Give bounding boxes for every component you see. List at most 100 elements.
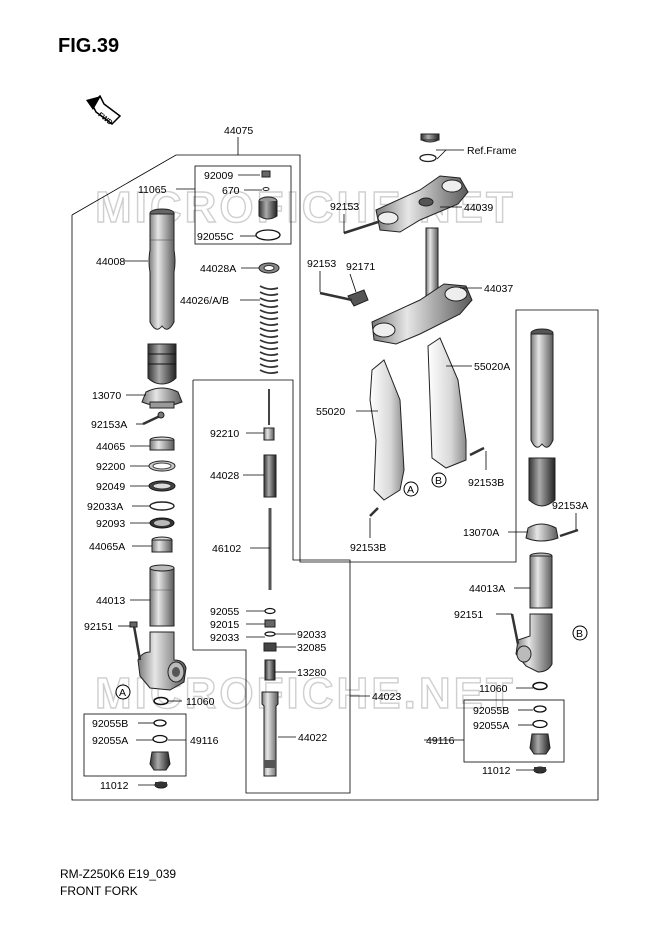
bolt-92153-upper — [343, 220, 379, 235]
bolt-92153A-right — [559, 528, 579, 538]
bolt-92153-lower — [319, 291, 353, 302]
label-92055C: 92055C — [197, 231, 234, 243]
rod-92210 — [263, 389, 275, 441]
label-92153A-right: 92153A — [552, 500, 588, 512]
fwd-arrow-icon: FWD — [86, 94, 122, 127]
label-49116-right: 49116 — [426, 735, 455, 747]
model-code: RM-Z250K6 E19_039 — [60, 867, 176, 881]
label-92200: 92200 — [96, 461, 125, 473]
ring-92033 — [264, 631, 276, 637]
left-valve-box — [83, 713, 187, 777]
outer-tube-right — [530, 328, 554, 448]
nut-11012-left — [154, 781, 168, 789]
label-92153B-right: 92153B — [468, 477, 504, 489]
label-92055A: 92055A — [92, 735, 128, 747]
cap-bolt-92009 — [261, 170, 271, 178]
ref-marker-b-right-label: B — [576, 628, 583, 640]
ref-marker-a-left: A — [115, 684, 131, 700]
valve-group-right — [529, 705, 551, 755]
cap-group-box — [194, 165, 292, 245]
valve-group-left — [149, 719, 171, 771]
label-92153A: 92153A — [91, 419, 127, 431]
label-44037: 44037 — [484, 283, 513, 295]
washer-92055 — [264, 607, 276, 615]
clamp-13070A — [525, 523, 559, 542]
label-11065: 11065 — [138, 184, 167, 196]
stem-44037 — [371, 227, 473, 345]
label-92210: 92210 — [210, 428, 239, 440]
label-49116: 49116 — [190, 735, 219, 747]
fork-guard-55020A — [427, 337, 467, 469]
label-670: 670 — [222, 185, 240, 197]
label-92055B-right: 92055B — [473, 705, 509, 717]
label-44065: 44065 — [96, 441, 125, 453]
label-92055B: 92055B — [92, 718, 128, 730]
label-55020A: 55020A — [474, 361, 510, 373]
label-11060: 11060 — [186, 696, 215, 708]
ref-marker-b-guard-label: B — [435, 475, 442, 487]
figure-title: FIG.39 — [58, 35, 119, 57]
ref-marker-b-right: B — [572, 625, 588, 641]
label-ref-frame: Ref.Frame — [467, 145, 517, 157]
label-92153-lower: 92153 — [307, 258, 336, 270]
axle-holder-left — [137, 631, 187, 691]
clamp-13070 — [141, 387, 183, 409]
bolt-92153A — [142, 411, 165, 426]
nut-11012-right — [533, 766, 547, 774]
label-55020: 55020 — [316, 406, 345, 418]
label-32085: 32085 — [297, 642, 326, 654]
washer-top — [419, 153, 437, 163]
label-92151-right: 92151 — [454, 609, 483, 621]
snap-ring-92033A — [149, 501, 175, 511]
leader-lines — [118, 149, 577, 786]
bushing-44065 — [149, 436, 175, 451]
nut-top — [420, 133, 440, 143]
right-valve-box — [463, 699, 565, 763]
label-13070: 13070 — [92, 390, 121, 402]
label-92015: 92015 — [210, 619, 239, 631]
label-44065A: 44065A — [89, 541, 125, 553]
label-92049: 92049 — [96, 481, 125, 493]
dust-seal-92093 — [149, 517, 175, 529]
label-44026: 44026/A/B — [180, 295, 229, 307]
ref-marker-b-guard: B — [431, 472, 447, 488]
label-92171: 92171 — [346, 261, 375, 273]
dust-seal-boot — [147, 343, 177, 385]
label-92151: 92151 — [84, 621, 113, 633]
outer-tube-44008 — [148, 208, 176, 330]
label-92055: 92055 — [210, 606, 239, 618]
label-92033-left: 92033 — [210, 632, 239, 644]
bolt-92151-right — [510, 613, 520, 645]
bolt-92153B-left — [369, 507, 379, 517]
o-ring-92055C — [255, 229, 281, 241]
o-ring-11060-right — [532, 681, 548, 691]
label-44028A: 44028A — [200, 263, 236, 275]
damper-group-box — [192, 379, 351, 794]
spring-44026 — [259, 285, 279, 375]
ring-670 — [262, 187, 270, 191]
label-11060-right: 11060 — [479, 683, 508, 695]
label-92055A-right: 92055A — [473, 720, 509, 732]
label-92009: 92009 — [204, 170, 233, 182]
label-13280: 13280 — [297, 667, 326, 679]
label-92153-upper: 92153 — [330, 201, 359, 213]
axle-holder-right — [515, 613, 553, 673]
fork-cap — [258, 196, 278, 220]
label-46102: 46102 — [212, 543, 241, 555]
boot-right — [528, 457, 556, 507]
label-92153B-left: 92153B — [350, 542, 386, 554]
bolt-92151 — [129, 621, 142, 661]
label-11012: 11012 — [100, 780, 129, 792]
label-44013: 44013 — [96, 595, 125, 607]
ref-marker-a-guard-label: A — [407, 484, 414, 496]
part-labels: 44075 11065 92009 670 92055C 44008 44028… — [84, 125, 588, 792]
cylinder-44022 — [261, 691, 279, 777]
label-44022: 44022 — [298, 732, 327, 744]
clip-92171 — [347, 289, 369, 307]
ref-marker-a-guard: A — [403, 481, 419, 497]
label-92033A: 92033A — [87, 501, 123, 513]
label-44075: 44075 — [224, 125, 253, 137]
inner-tube-44013A — [529, 552, 553, 609]
